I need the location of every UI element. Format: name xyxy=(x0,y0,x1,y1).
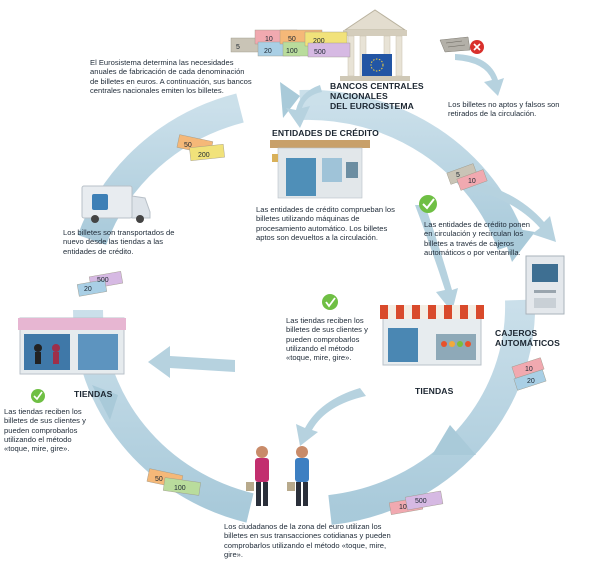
atm-title: CAJEROS AUTOMÁTICOS xyxy=(495,328,560,348)
left-shop-text: Las tiendas reciben los billetes de sus … xyxy=(4,407,86,453)
left-shop-title: TIENDAS xyxy=(74,389,113,399)
note-label: 500 xyxy=(97,277,109,284)
left-shop-icon xyxy=(18,317,126,375)
bank-title-line1: BANCOS CENTRALES NACIONALES xyxy=(330,81,424,101)
van-text: Los billetes son transportados de nuevo … xyxy=(63,228,175,256)
shredded-notes-icon xyxy=(439,36,471,53)
citizens-icon xyxy=(246,446,309,506)
ring-arrowheads xyxy=(92,82,535,455)
note-label: 200 xyxy=(313,38,325,45)
note-label: 50 xyxy=(155,476,163,483)
note-label: 20 xyxy=(527,378,535,385)
note-label: 10 xyxy=(468,178,476,185)
inner-arrows xyxy=(148,54,556,446)
note-label: 200 xyxy=(198,152,210,159)
note-label: 20 xyxy=(264,48,272,55)
recirculation-text: Las entidades de crédito ponen en circul… xyxy=(424,220,530,257)
note-label: 100 xyxy=(286,48,298,55)
note-label: 50 xyxy=(288,36,296,43)
bank-title: BANCOS CENTRALES NACIONALES DEL EUROSIST… xyxy=(330,81,480,111)
citizens-text: Los ciudadanos de la zona del euro utili… xyxy=(224,522,391,559)
rejected-text: Los billetes no aptos y falsos son retir… xyxy=(448,100,560,119)
note-label: 10 xyxy=(265,36,273,43)
note-label: 100 xyxy=(174,485,186,492)
center-shop-icon xyxy=(382,314,482,366)
center-text: Las tiendas reciben los billetes de sus … xyxy=(286,316,368,362)
van-banknotes xyxy=(76,271,124,297)
check-icon-center xyxy=(322,294,338,310)
note-label: 500 xyxy=(415,498,427,505)
recirculation-banknotes xyxy=(446,163,488,191)
note-label: 5 xyxy=(456,172,460,179)
check-icon-recirculation xyxy=(419,195,437,213)
bottom-right-banknotes xyxy=(388,490,444,515)
bank-title-line2: DEL EUROSISTEMA xyxy=(330,101,414,111)
van-icon xyxy=(81,185,151,223)
credit-banknotes xyxy=(176,134,225,161)
main-banknotes xyxy=(230,29,351,58)
note-label: 10 xyxy=(399,504,407,511)
eurosystem-text: El Eurosistema determina las necesidades… xyxy=(90,58,252,95)
bottom-left-banknotes xyxy=(146,468,201,496)
note-label: 20 xyxy=(84,286,92,293)
atm-icon xyxy=(525,255,565,315)
note-label: 10 xyxy=(525,366,533,373)
check-icon-left-shop xyxy=(31,389,45,403)
reject-icon xyxy=(470,40,484,54)
center-shop-title: TIENDAS xyxy=(415,386,454,396)
credit-entity-building-icon xyxy=(270,140,370,199)
credit-title: ENTIDADES DE CRÉDITO xyxy=(272,128,379,138)
atm-banknotes xyxy=(511,357,547,391)
credit-text: Las entidades de crédito comprueban los … xyxy=(256,205,395,242)
note-label: 500 xyxy=(314,49,326,56)
note-label: 5 xyxy=(236,44,240,51)
note-label: 50 xyxy=(184,142,192,149)
center-shop-awning xyxy=(380,305,484,319)
bank-building-icon xyxy=(340,9,410,81)
